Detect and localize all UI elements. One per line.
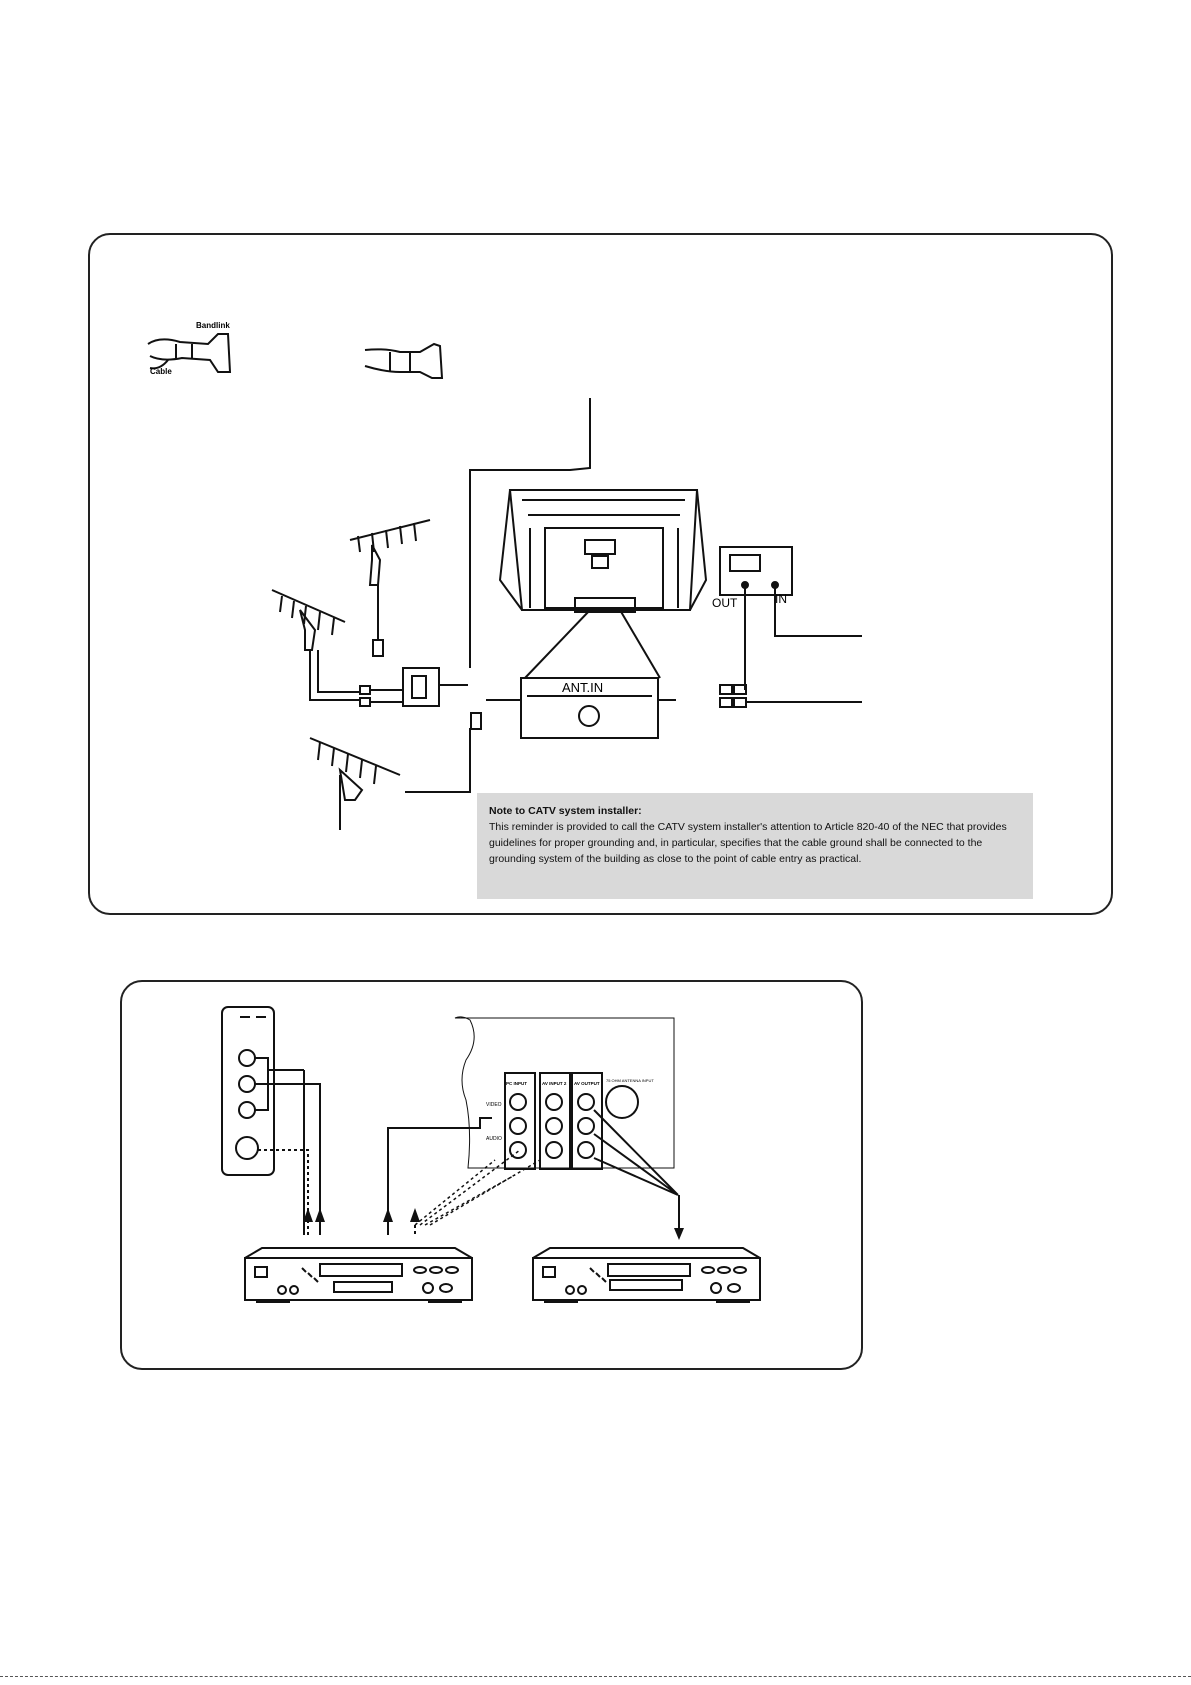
cable-converter-box	[719, 546, 862, 708]
splitter-box	[370, 667, 468, 707]
video-jack-label: VIDEO	[486, 1102, 502, 1108]
converter-in-label: IN	[775, 592, 787, 606]
page-footer-rule	[0, 1676, 1191, 1677]
ant-in-callout	[486, 677, 676, 739]
antenna-top	[349, 519, 431, 657]
antenna-input-label: 75 OHM ANTENNA INPUT	[606, 1078, 654, 1083]
cable-label: Cable	[150, 367, 172, 376]
incoming-cable-line	[469, 398, 591, 668]
note-title: Note to CATV system installer:	[489, 805, 642, 817]
audio-jack-label: AUDIO	[486, 1136, 502, 1142]
av-input-2-label: AV INPUT 2	[542, 1081, 567, 1086]
cable-plug-center	[470, 712, 482, 730]
signal-arrows	[258, 1117, 541, 1235]
catv-installer-note: Note to CATV system installer: This remi…	[477, 793, 1033, 899]
pc-input-label: PC INPUT	[506, 1081, 527, 1086]
cable-plug-illustration-right	[364, 342, 444, 379]
tv-rear-illustration	[498, 489, 708, 679]
cable-plug-illustration-left	[147, 333, 232, 373]
vcr-right	[532, 1247, 761, 1303]
antenna-middle	[271, 589, 371, 707]
av-output-label: AV OUTPUT	[574, 1081, 600, 1086]
wall-jack-plate	[221, 1006, 321, 1235]
converter-out-label: OUT	[712, 596, 738, 610]
bandlink-label: Bandlink	[196, 321, 230, 330]
antenna-bottom	[309, 728, 471, 830]
vcr-left	[244, 1247, 473, 1303]
tv-rear-jack-panel	[454, 1016, 680, 1228]
arrow-heads	[303, 1208, 684, 1240]
ant-in-label: ANT.IN	[562, 680, 603, 695]
note-body: This reminder is provided to call the CA…	[489, 821, 1007, 865]
